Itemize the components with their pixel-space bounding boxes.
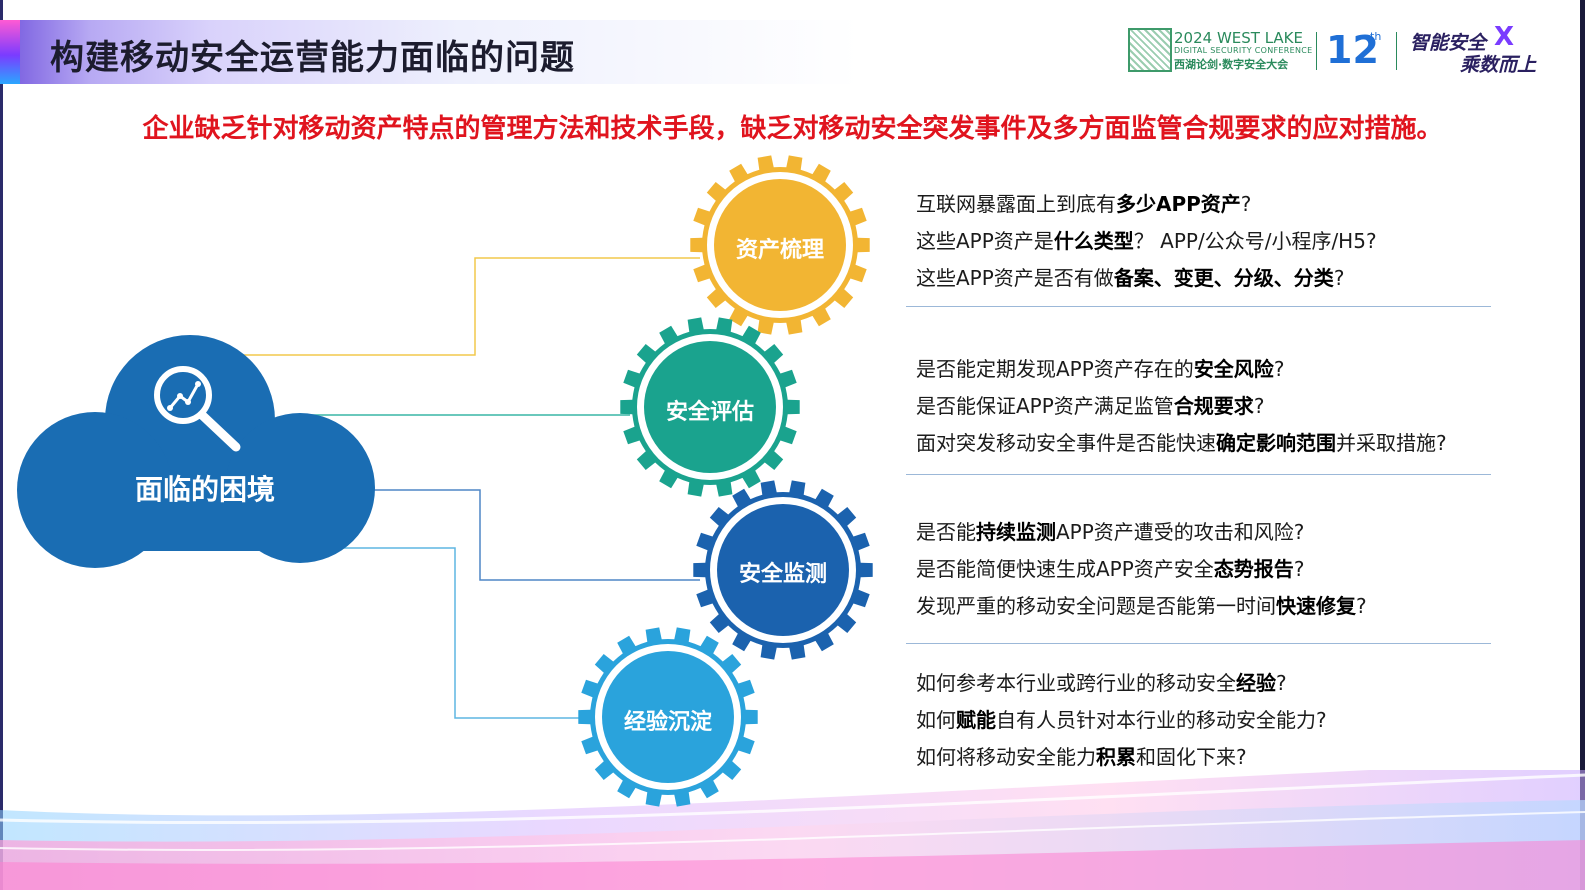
logo-edition: 12 [1326,28,1379,72]
logo-separator [1316,32,1317,70]
gear-security-assessment-icon [620,317,800,497]
cloud-label: 面临的困境 [134,473,275,506]
gear-core [714,179,846,311]
page-title: 构建移动安全运营能力面临的问题 [50,38,575,78]
gear-label-security-assessment: 安全评估 [665,400,754,425]
question-line: 是否能定期发现APP资产存在的安全风险? [916,357,1285,381]
title-accent [0,20,20,84]
question-group-assets: 互联网暴露面上到底有多少APP资产? 这些APP资产是什么类型？ APP/公众号… [916,186,1377,297]
question-group-assessment: 是否能定期发现APP资产存在的安全风险? 是否能保证APP资产满足监管合规要求?… [916,351,1447,462]
logo-event-name: 2024 WEST LAKE [1174,29,1303,47]
cloud-shape [17,335,375,568]
conference-logo: 2024 WEST LAKE DIGITAL SECURITY CONFEREN… [1122,22,1562,84]
question-line: 如何将移动安全能力积累和固化下来? [916,745,1247,769]
decorative-swoosh [0,770,1585,890]
search-analytics-icon [154,366,241,452]
connector-security-monitoring [360,489,700,581]
right-edge-bar [1580,0,1585,890]
gear-security-monitoring-icon [693,480,873,660]
left-edge-bar [0,0,3,890]
gear-label-asset-sorting: 资产梳理 [735,238,824,263]
title-bar [10,20,1010,84]
gear-label-experience: 经验沉淀 [623,710,712,735]
question-group-experience: 如何参考本行业或跨行业的移动安全经验? 如何赋能自有人员针对本行业的移动安全能力… [916,665,1327,776]
connector-experience [300,547,600,719]
divider [906,306,1491,307]
logo-slogan-x: X [1494,22,1515,52]
logo-slogan-line2: 乘数而上 [1460,54,1537,76]
west-lake-emblem-icon [1128,28,1172,72]
question-line: 如何赋能自有人员针对本行业的移动安全能力? [916,708,1327,732]
question-group-monitoring: 是否能持续监测APP资产遭受的攻击和风险? 是否能简便快速生成APP资产安全态势… [916,514,1367,625]
question-line: 发现严重的移动安全问题是否能第一时间快速修复? [916,594,1367,618]
problem-statement: 企业缺乏针对移动资产特点的管理方法和技术手段，缺乏对移动安全突发事件及多方面监管… [142,114,1443,144]
gear-asset-sorting-icon [690,155,870,335]
divider [906,643,1491,644]
logo-separator-2 [1396,32,1397,70]
gear-label-security-monitoring: 安全监测 [738,562,827,587]
logo-edition-suffix: th [1370,30,1382,43]
question-line: 面对突发移动安全事件是否能快速确定影响范围并采取措施? [916,431,1447,455]
question-line: 是否能持续监测APP资产遭受的攻击和风险? [916,520,1305,544]
gear-core [644,341,776,473]
question-line: 这些APP资产是什么类型？ APP/公众号/小程序/H5? [916,229,1377,253]
question-line: 是否能简便快速生成APP资产安全态势报告? [916,557,1305,581]
connector-asset-sorting [240,257,700,356]
gear-core [717,504,849,636]
question-line: 如何参考本行业或跨行业的移动安全经验? [916,671,1287,695]
logo-event-subname: DIGITAL SECURITY CONFERENCE [1174,46,1313,55]
logo-slogan-line1: 智能安全 [1410,32,1487,54]
divider [906,474,1491,475]
logo-event-chinese: 西湖论剑·数字安全大会 [1174,58,1289,71]
question-line: 这些APP资产是否有做备案、变更、分级、分类? [916,266,1345,290]
gear-experience-icon [578,627,758,807]
question-line: 是否能保证APP资产满足监管合规要求? [916,394,1265,418]
question-line: 互联网暴露面上到底有多少APP资产? [916,192,1252,216]
gear-core [602,651,734,783]
